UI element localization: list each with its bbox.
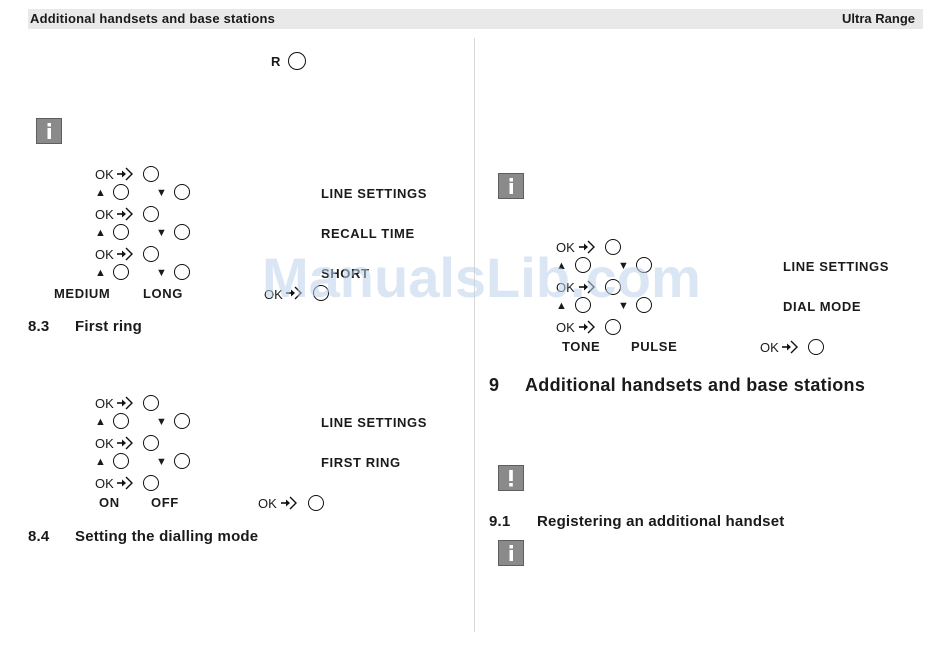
info-icon xyxy=(498,173,524,199)
ok-key-label: OK xyxy=(95,396,114,411)
menu-item-line-settings: LINE SETTINGS xyxy=(321,415,428,430)
menu-item-dial-mode: DIAL MODE xyxy=(783,299,862,314)
ok-arrow-icon xyxy=(116,475,134,491)
up-arrow-icon: ▲ xyxy=(95,267,106,279)
key-circle xyxy=(313,285,329,301)
section-title-first-ring: First ring xyxy=(75,318,143,335)
ok-key-label: OK xyxy=(95,436,114,451)
key-circle xyxy=(113,224,129,240)
section-number: 9.1 xyxy=(489,513,511,530)
ok-key-label: OK xyxy=(95,247,114,262)
key-circle xyxy=(575,297,591,313)
ok-arrow-icon xyxy=(280,495,298,511)
down-arrow-icon: ▼ xyxy=(156,187,167,199)
key-circle xyxy=(174,224,190,240)
section-title-dialling-mode: Setting the dialling mode xyxy=(75,528,259,545)
key-circle xyxy=(174,453,190,469)
up-arrow-icon: ▲ xyxy=(95,416,106,428)
key-circle xyxy=(174,264,190,280)
option-on: ON xyxy=(99,495,120,510)
key-circle xyxy=(113,453,129,469)
section-title-additional-handsets: Additional handsets and base stations xyxy=(525,375,866,395)
option-off: OFF xyxy=(151,495,179,510)
ok-arrow-icon xyxy=(116,435,134,451)
key-circle xyxy=(575,257,591,273)
r-key-label: R xyxy=(271,54,281,69)
key-circle xyxy=(174,413,190,429)
down-arrow-icon: ▼ xyxy=(156,416,167,428)
up-arrow-icon: ▲ xyxy=(556,260,567,272)
key-circle xyxy=(143,475,159,491)
key-circle xyxy=(636,297,652,313)
ok-arrow-icon xyxy=(116,395,134,411)
key-circle xyxy=(808,339,824,355)
watermark: ManualsLib.com xyxy=(262,246,701,309)
down-arrow-icon: ▼ xyxy=(618,260,629,272)
menu-item-short: SHORT xyxy=(321,266,370,281)
ok-key-label: OK xyxy=(95,167,114,182)
option-medium: MEDIUM xyxy=(54,286,111,301)
header-product-name: Ultra Range xyxy=(842,11,915,26)
section-number: 8.4 xyxy=(28,528,50,545)
r-key-circle xyxy=(288,52,306,70)
ok-key-label: OK xyxy=(258,496,277,511)
key-circle xyxy=(174,184,190,200)
down-arrow-icon: ▼ xyxy=(618,300,629,312)
down-arrow-icon: ▼ xyxy=(156,227,167,239)
ok-key-label: OK xyxy=(760,340,779,355)
key-circle xyxy=(143,435,159,451)
option-long: LONG xyxy=(143,286,183,301)
down-arrow-icon: ▼ xyxy=(156,456,167,468)
up-arrow-icon: ▲ xyxy=(556,300,567,312)
ok-arrow-icon xyxy=(781,339,799,355)
key-circle xyxy=(113,413,129,429)
header-bar xyxy=(28,9,923,29)
option-pulse: PULSE xyxy=(631,339,678,354)
menu-item-line-settings: LINE SETTINGS xyxy=(783,259,890,274)
up-arrow-icon: ▲ xyxy=(95,227,106,239)
key-circle xyxy=(143,246,159,262)
ok-key-label: OK xyxy=(95,207,114,222)
ok-arrow-icon xyxy=(578,319,596,335)
ok-key-label: OK xyxy=(556,320,575,335)
warning-icon xyxy=(498,465,524,491)
key-circle xyxy=(143,166,159,182)
info-icon xyxy=(498,540,524,566)
menu-item-first-ring: FIRST RING xyxy=(321,455,401,470)
info-icon xyxy=(36,118,62,144)
up-arrow-icon: ▲ xyxy=(95,456,106,468)
ok-arrow-icon xyxy=(116,206,134,222)
key-circle xyxy=(113,264,129,280)
ok-key-label: OK xyxy=(95,476,114,491)
column-divider xyxy=(474,38,475,632)
key-circle xyxy=(308,495,324,511)
section-number: 9 xyxy=(489,375,500,395)
menu-item-line-settings: LINE SETTINGS xyxy=(321,186,428,201)
ok-arrow-icon xyxy=(116,246,134,262)
header-chapter-title: Additional handsets and base stations xyxy=(30,11,276,26)
section-title-registering-handset: Registering an additional handset xyxy=(537,513,785,530)
up-arrow-icon: ▲ xyxy=(95,187,106,199)
ok-arrow-icon xyxy=(116,166,134,182)
key-circle xyxy=(113,184,129,200)
section-number: 8.3 xyxy=(28,318,50,335)
key-circle xyxy=(605,279,621,295)
option-tone: TONE xyxy=(562,339,601,354)
menu-item-recall-time: RECALL TIME xyxy=(321,226,415,241)
key-circle xyxy=(636,257,652,273)
key-circle xyxy=(143,395,159,411)
ok-key-label: OK xyxy=(556,240,575,255)
ok-key-label: OK xyxy=(264,287,283,302)
key-circle xyxy=(605,319,621,335)
key-circle xyxy=(605,239,621,255)
ok-key-label: OK xyxy=(556,280,575,295)
key-circle xyxy=(143,206,159,222)
down-arrow-icon: ▼ xyxy=(156,267,167,279)
